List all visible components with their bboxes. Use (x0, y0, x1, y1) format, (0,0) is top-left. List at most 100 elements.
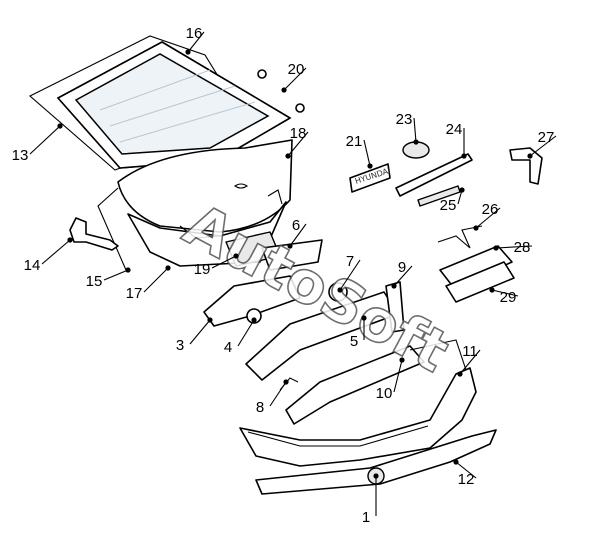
callout-21: 21 (346, 133, 363, 150)
leader-dot-3 (207, 317, 213, 323)
leader-dot-5 (361, 315, 367, 321)
callout-25: 25 (440, 197, 457, 214)
part-16-tailgate-glass (56, 41, 292, 169)
leader-line-6 (289, 223, 307, 247)
leader-line-28 (495, 245, 533, 249)
callout-15: 15 (86, 273, 103, 290)
leader-dot-1 (373, 473, 379, 479)
leader-dot-29 (489, 287, 495, 293)
leader-line-11 (459, 349, 481, 375)
leader-line-18 (287, 131, 309, 157)
leader-dot-24 (461, 153, 467, 159)
part-24-garnish (395, 153, 473, 197)
callout-7: 7 (346, 253, 354, 270)
leader-dot-23 (413, 139, 419, 145)
callout-6: 6 (292, 217, 300, 234)
leader-dot-11 (457, 371, 463, 377)
leader-line-14 (41, 239, 71, 265)
leader-line-20 (283, 67, 307, 91)
leader-dot-18 (285, 153, 291, 159)
part-3-bracket (203, 275, 301, 327)
part-8-clip (279, 377, 299, 391)
part-4-bolt (246, 308, 262, 324)
leader-line-26 (475, 207, 501, 229)
leader-dot-20 (281, 87, 287, 93)
part-27-bracket (509, 147, 543, 185)
leader-line-12 (455, 461, 477, 479)
leader-line-8 (269, 381, 287, 407)
callout-3: 3 (176, 337, 184, 354)
callout-4: 4 (224, 339, 232, 356)
callout-23: 23 (396, 111, 413, 128)
callout-28: 28 (514, 239, 531, 256)
leader-line-23 (413, 117, 417, 143)
callout-5: 5 (350, 333, 358, 350)
callout-13: 13 (12, 147, 29, 164)
leader-line-9 (393, 265, 413, 287)
leader-dot-12 (453, 459, 459, 465)
callout-10: 10 (376, 385, 393, 402)
leader-line-3 (189, 319, 211, 345)
part-20-gas-strut (257, 69, 305, 113)
leader-dot-10 (399, 357, 405, 363)
leader-dot-21 (367, 163, 373, 169)
callout-8: 8 (256, 399, 264, 416)
leader-line-27 (529, 135, 557, 157)
leader-dot-25 (459, 187, 465, 193)
callout-1: 1 (362, 509, 370, 526)
callout-16: 16 (186, 25, 203, 42)
callout-12: 12 (458, 471, 475, 488)
callout-29: 29 (500, 289, 517, 306)
part-14-hinge (69, 217, 119, 251)
callout-11: 11 (462, 343, 478, 360)
svg-text:AutoSoft: AutoSoft (173, 190, 460, 385)
part-12-valance (255, 429, 497, 495)
callout-17: 17 (126, 285, 143, 302)
leader-line-4 (237, 319, 255, 347)
part-9-bracket (385, 281, 405, 333)
callout-9: 9 (398, 259, 406, 276)
callout-14: 14 (24, 257, 41, 274)
part-28-plate-bracket (439, 245, 513, 289)
callout-24: 24 (446, 121, 463, 138)
leader-line-15 (103, 269, 129, 281)
part-25-clips (417, 185, 461, 207)
leader-line-17 (143, 267, 169, 293)
callout-19: 19 (194, 261, 211, 278)
leader-dot-14 (67, 237, 73, 243)
leader-dot-13 (57, 123, 63, 129)
leader-line-29 (491, 289, 519, 297)
callout-20: 20 (288, 61, 305, 78)
leader-dot-4 (251, 317, 257, 323)
leader-dot-17 (165, 265, 171, 271)
part-11-bumper-cover (239, 339, 477, 467)
callout-26: 26 (482, 201, 499, 218)
part-29-plate (445, 261, 515, 303)
part-26-harness (437, 225, 483, 249)
leader-dot-6 (287, 243, 293, 249)
leader-dot-7 (337, 287, 343, 293)
part-15-weatherstrip (97, 187, 127, 271)
leader-dot-28 (493, 245, 499, 251)
leader-dot-27 (527, 153, 533, 159)
leader-dot-15 (125, 267, 131, 273)
callout-27: 27 (538, 129, 555, 146)
part-6-bracket (261, 239, 323, 271)
leader-line-13 (29, 125, 61, 155)
part-10-absorber (285, 345, 425, 425)
part-7-fastener (328, 282, 348, 302)
leader-line-7 (339, 259, 361, 291)
leader-dot-8 (283, 379, 289, 385)
callout-18: 18 (290, 125, 307, 142)
leader-dot-19 (233, 253, 239, 259)
leader-line-10 (393, 359, 403, 393)
leader-dot-26 (473, 225, 479, 231)
leader-line-21 (363, 139, 371, 167)
leader-line-16 (187, 31, 205, 53)
watermark: AutoSoft (173, 190, 461, 387)
leader-line-19 (211, 255, 237, 269)
leader-dot-9 (391, 283, 397, 289)
leader-dot-16 (185, 49, 191, 55)
